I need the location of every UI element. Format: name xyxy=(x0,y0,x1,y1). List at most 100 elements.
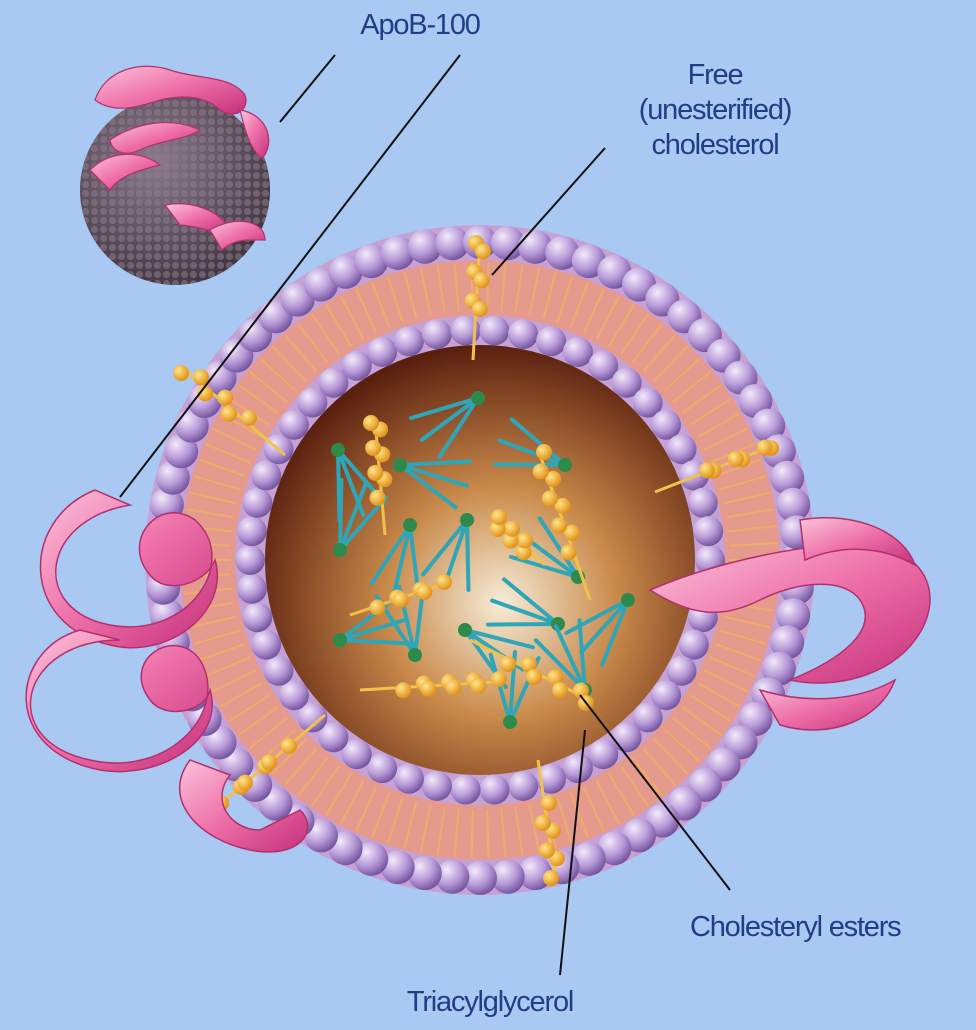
hydrophobic-core xyxy=(265,345,695,775)
phospholipid-head xyxy=(242,488,272,518)
glycerol-head xyxy=(408,648,422,662)
phospholipid-head xyxy=(536,326,566,356)
phospholipid-head xyxy=(451,775,481,805)
cholesterol-ring xyxy=(552,682,568,698)
phospholipid-head xyxy=(251,630,281,660)
phospholipid-head xyxy=(422,319,452,349)
fatty-acid-tail xyxy=(487,810,488,858)
phospholipid-head xyxy=(242,602,272,632)
cholesterol-ring xyxy=(500,656,516,672)
apob-small-leader xyxy=(280,55,335,122)
cholesterol-ring xyxy=(436,574,452,590)
phospholipid-head xyxy=(235,545,265,575)
free-cholesterol-label-line3: cholesterol xyxy=(600,128,830,163)
cholesterol-ring xyxy=(416,584,432,600)
cholesterol-ring xyxy=(539,842,555,858)
phospholipid-head xyxy=(667,434,697,464)
cholesterol-ring xyxy=(420,681,436,697)
fatty-acid-chain xyxy=(340,480,341,550)
cholesterol-ring xyxy=(526,669,542,685)
phospholipid-head xyxy=(479,315,509,345)
cholesterol-ring xyxy=(536,444,552,460)
cholesterol-ring xyxy=(551,517,567,533)
cholesterol-ring xyxy=(370,600,386,616)
glycerol-head xyxy=(460,513,474,527)
cholesterol-ring xyxy=(475,243,491,259)
phospholipid-head xyxy=(237,574,267,604)
glycerol-head xyxy=(331,443,345,457)
phospholipid-head xyxy=(693,516,723,546)
cholesterol-ring xyxy=(472,301,488,317)
cholesterol-ring xyxy=(221,406,237,422)
cholesterol-ring xyxy=(395,682,411,698)
cholesteryl-esters-label: Cholesteryl esters xyxy=(690,910,976,945)
cholesterol-ring xyxy=(491,671,507,687)
cholesterol-ring xyxy=(541,795,557,811)
phospholipid-head xyxy=(508,771,538,801)
phospholipid-head xyxy=(237,516,267,546)
phospholipid-head xyxy=(588,739,618,769)
cholesterol-ring xyxy=(281,738,297,754)
phospholipid-head xyxy=(367,753,397,783)
fatty-acid-chain xyxy=(488,624,558,625)
cholesterol-ring xyxy=(261,754,277,770)
fatty-acid-tail xyxy=(487,262,488,310)
phospholipid-head xyxy=(688,488,718,518)
cholesterol-ring xyxy=(393,592,409,608)
cholesterol-ring xyxy=(173,365,189,381)
phospholipid-head xyxy=(479,775,509,805)
phospholipid-head xyxy=(508,319,538,349)
cholesterol-ring xyxy=(517,532,533,548)
glycerol-head xyxy=(333,633,347,647)
cholesterol-ring xyxy=(699,462,715,478)
cholesterol-ring xyxy=(728,451,744,467)
cholesterol-ring xyxy=(370,490,386,506)
glycerol-head xyxy=(403,518,417,532)
cholesterol-ring xyxy=(470,678,486,694)
glycerol-head xyxy=(393,458,407,472)
cholesterol-ring xyxy=(241,410,257,426)
phospholipid-head xyxy=(563,337,593,367)
cholesterol-ring xyxy=(533,463,549,479)
cholesterol-ring xyxy=(535,815,551,831)
free-cholesterol-label-line1: Free xyxy=(600,58,830,93)
free-cholesterol-label-line2: (unesterified) xyxy=(600,93,830,128)
phospholipid-head xyxy=(422,771,452,801)
apob-label: ApoB-100 xyxy=(320,8,520,43)
glycerol-head xyxy=(333,543,347,557)
cholesterol-ring xyxy=(543,870,559,886)
glycerol-head xyxy=(503,715,517,729)
glycerol-head xyxy=(458,623,472,637)
glycerol-head xyxy=(621,593,635,607)
cholesterol-ring xyxy=(237,775,253,791)
cholesterol-ring xyxy=(445,679,461,695)
phospholipid-head xyxy=(367,337,397,367)
cholesterol-ring xyxy=(363,415,379,431)
free-cholesterol-label: Free (unesterified) cholesterol xyxy=(600,58,830,163)
fatty-acid-tail xyxy=(471,810,472,858)
phospholipid-head xyxy=(251,460,281,490)
glycerol-head xyxy=(471,391,485,405)
phospholipid-head xyxy=(263,656,293,686)
cholesterol-ring xyxy=(365,440,381,456)
cholesterol-ring xyxy=(491,509,507,525)
phospholipid-head xyxy=(563,753,593,783)
phospholipid-head xyxy=(342,351,372,381)
phospholipid-head xyxy=(679,630,709,660)
phospholipid-shell xyxy=(145,225,815,895)
triacylglycerol-label: Triacylglycerol xyxy=(360,985,620,1020)
cholesterol-ring xyxy=(504,521,520,537)
cholesterol-ring xyxy=(561,544,577,560)
fatty-acid-chain xyxy=(495,464,565,465)
fatty-acid-chain xyxy=(467,520,468,590)
phospholipid-head xyxy=(394,764,424,794)
glycerol-head xyxy=(558,458,572,472)
cholesterol-ring xyxy=(757,440,773,456)
cholesterol-ring xyxy=(367,465,383,481)
small-ldl-sphere xyxy=(80,66,270,285)
cholesterol-ring xyxy=(473,272,489,288)
phospholipid-head xyxy=(394,326,424,356)
cholesterol-ring xyxy=(542,490,558,506)
cholesterol-ring xyxy=(217,390,233,406)
